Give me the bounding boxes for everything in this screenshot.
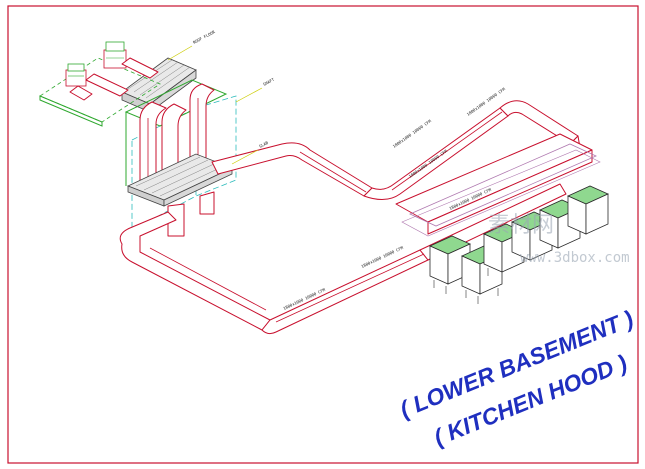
lower-riser-b xyxy=(199,191,215,215)
roof-duct-c xyxy=(69,85,93,101)
kitchen-hoods xyxy=(429,185,609,304)
branch-header xyxy=(395,133,601,237)
riser-mid xyxy=(161,103,187,181)
annotation-slab: SLAB xyxy=(258,140,269,149)
roof-duct-b xyxy=(121,57,159,79)
hood-6 xyxy=(567,185,609,235)
riser-left xyxy=(139,101,167,187)
duct-label: 1800x1000 10000 CFM xyxy=(392,118,433,149)
roof-fan-right xyxy=(103,41,127,69)
roof-slab xyxy=(121,57,197,113)
roof-fan-left xyxy=(65,63,87,87)
watermark-site-name: 素材网 xyxy=(488,213,554,238)
annotation-roof-floor: ROOF FLOOR xyxy=(192,29,216,45)
annotation-shaft: SHAFT xyxy=(262,77,276,87)
roof-floor-edge xyxy=(39,95,103,127)
hood-1 xyxy=(429,235,471,285)
drawing-border xyxy=(7,5,639,464)
annotation-leaders xyxy=(167,45,263,165)
roof-duct-a xyxy=(85,73,129,97)
watermark-url: www.3dbox.com xyxy=(520,250,630,266)
roof-floor-plane xyxy=(39,57,161,123)
